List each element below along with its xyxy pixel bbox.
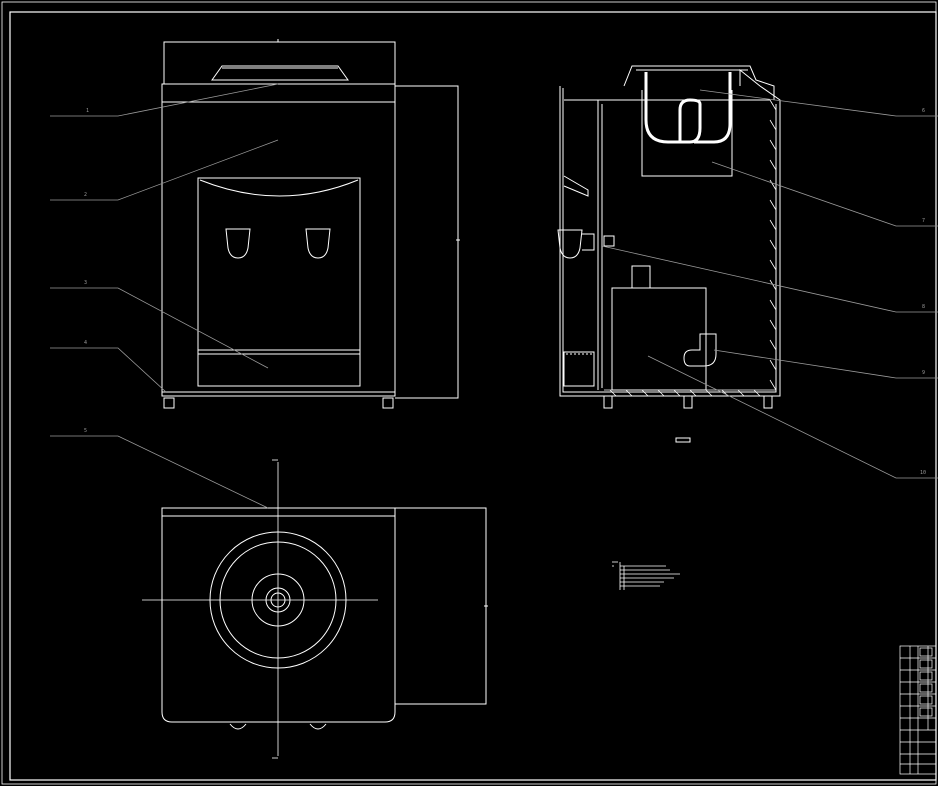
callout-7: 7 <box>922 218 925 224</box>
hatched-floor <box>604 389 776 397</box>
callout-4: 4 <box>84 340 87 346</box>
callout-5: 5 <box>84 428 87 434</box>
callout-6: 6 <box>922 108 925 114</box>
callout-2: 2 <box>84 192 87 198</box>
callout-8: 8 <box>922 304 925 310</box>
side-tap-icon <box>557 229 583 259</box>
callout-9: 9 <box>922 370 925 376</box>
leader-lines <box>50 83 938 509</box>
callout-10: 10 <box>920 470 926 476</box>
title-block <box>899 645 937 775</box>
callout-3: 3 <box>84 280 87 286</box>
top-view <box>142 459 488 759</box>
cold-tap-icon <box>305 228 331 259</box>
hot-tap-icon <box>225 228 251 259</box>
technical-note <box>612 561 680 590</box>
callouts: 1 2 3 4 5 6 7 8 9 10 <box>84 108 926 476</box>
callout-1: 1 <box>86 108 89 114</box>
section-view <box>557 65 781 443</box>
front-view <box>161 39 460 409</box>
hatched-wall <box>769 99 777 391</box>
